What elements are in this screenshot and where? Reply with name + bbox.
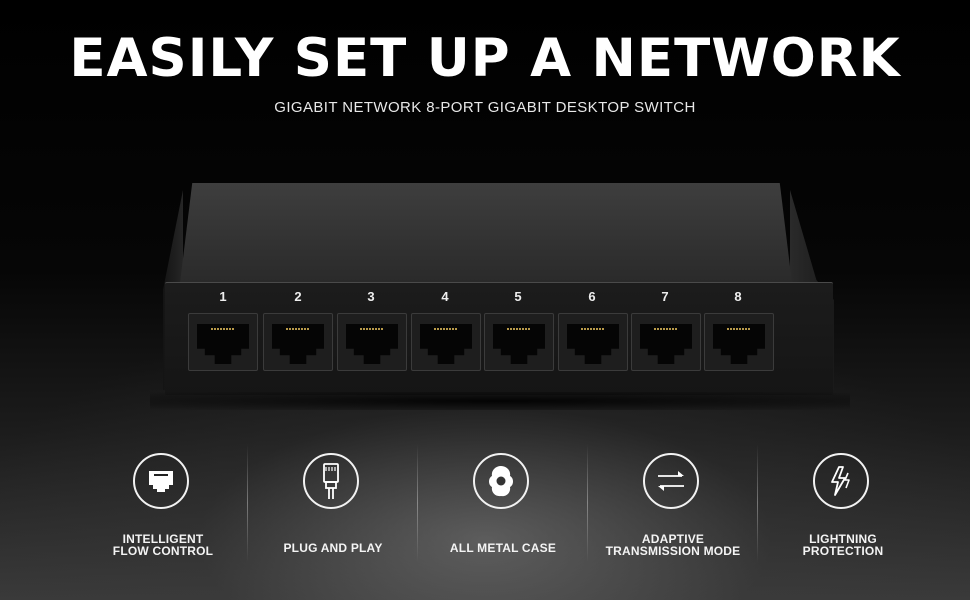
lightning-icon bbox=[813, 453, 869, 509]
rj45-plug-icon bbox=[303, 453, 359, 509]
feature-divider bbox=[587, 444, 588, 562]
ethernet-port bbox=[188, 313, 258, 371]
ethernet-port bbox=[411, 313, 481, 371]
port-number: 3 bbox=[367, 289, 375, 304]
port-number: 4 bbox=[441, 289, 449, 304]
feature-list: INTELLIGENT FLOW CONTROL PLUG AND PLAY A… bbox=[78, 443, 928, 583]
feature-label: LIGHTNING PROTECTION bbox=[802, 532, 884, 558]
ethernet-port bbox=[631, 313, 701, 371]
feature-plug-and-play: PLUG AND PLAY bbox=[248, 443, 418, 573]
feature-label: PLUG AND PLAY bbox=[283, 541, 383, 555]
feature-divider bbox=[757, 444, 758, 562]
feature-lightning-protection: LIGHTNING PROTECTION bbox=[758, 443, 928, 573]
bidirectional-arrows-icon bbox=[643, 453, 699, 509]
ethernet-port bbox=[484, 313, 554, 371]
ethernet-port bbox=[558, 313, 628, 371]
feature-flow-control: INTELLIGENT FLOW CONTROL bbox=[78, 443, 248, 573]
feature-label: INTELLIGENT FLOW CONTROL bbox=[112, 532, 214, 558]
switch-front-panel: 1 2 3 4 5 6 7 8 bbox=[165, 282, 833, 395]
feature-label: ADAPTIVE TRANSMISSION MODE bbox=[605, 532, 741, 558]
feature-metal-case: ALL METAL CASE bbox=[418, 443, 588, 573]
port-number: 1 bbox=[219, 289, 227, 304]
port-number: 2 bbox=[294, 289, 302, 304]
feature-adaptive-transmission: ADAPTIVE TRANSMISSION MODE bbox=[588, 443, 758, 573]
port-number: 7 bbox=[661, 289, 669, 304]
feature-label: ALL METAL CASE bbox=[449, 541, 557, 555]
ethernet-port-icon bbox=[133, 453, 189, 509]
feature-divider bbox=[247, 444, 248, 562]
port-number: 5 bbox=[514, 289, 522, 304]
switch-shadow bbox=[150, 392, 850, 410]
switch-top-panel bbox=[180, 183, 792, 283]
network-switch-image: 1 2 3 4 5 6 7 8 bbox=[150, 183, 850, 410]
page-title: EASILY SET UP A NETWORK bbox=[69, 28, 901, 89]
page-subtitle: GIGABIT NETWORK 8-PORT GIGABIT DESKTOP S… bbox=[274, 99, 696, 116]
feature-divider bbox=[417, 444, 418, 562]
ethernet-port bbox=[337, 313, 407, 371]
ethernet-port bbox=[263, 313, 333, 371]
metal-case-icon bbox=[473, 453, 529, 509]
port-number: 8 bbox=[734, 289, 742, 304]
port-number: 6 bbox=[588, 289, 596, 304]
ethernet-port bbox=[704, 313, 774, 371]
